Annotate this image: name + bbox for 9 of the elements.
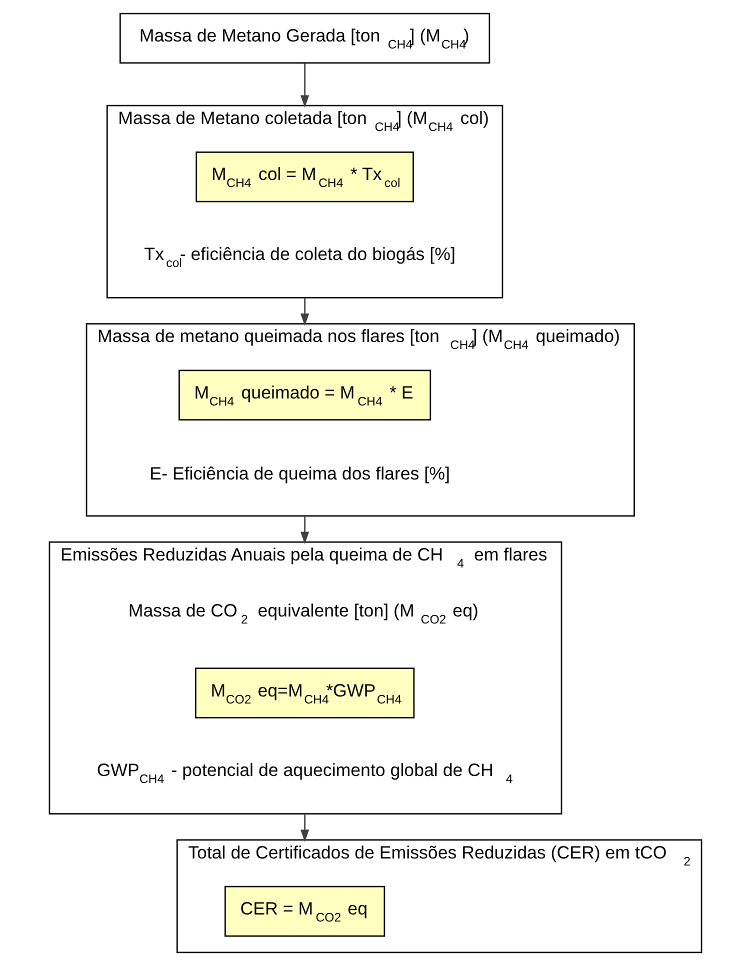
node-box: M$_{CH4}$ col = M$_{CH4}$ * Tx$_{col}$ [196, 151, 414, 202]
arrow [300, 516, 310, 544]
node-box: M$_{CO2}$ eq=M$_{CH4}$*GWP$_{CH4}$ [194, 668, 415, 718]
arrow [300, 63, 310, 108]
node-box: CER = M$_{CO2}$ eq [224, 886, 386, 937]
arrow [300, 298, 310, 326]
node-box: M$_{CH4}$ queimado = M$_{CH4}$ * E [178, 370, 432, 421]
node-box: Massa de Metano Gerada [ton$_{CH4}$] (M$_{CH4}$) [119, 12, 490, 64]
arrow [300, 814, 310, 842]
